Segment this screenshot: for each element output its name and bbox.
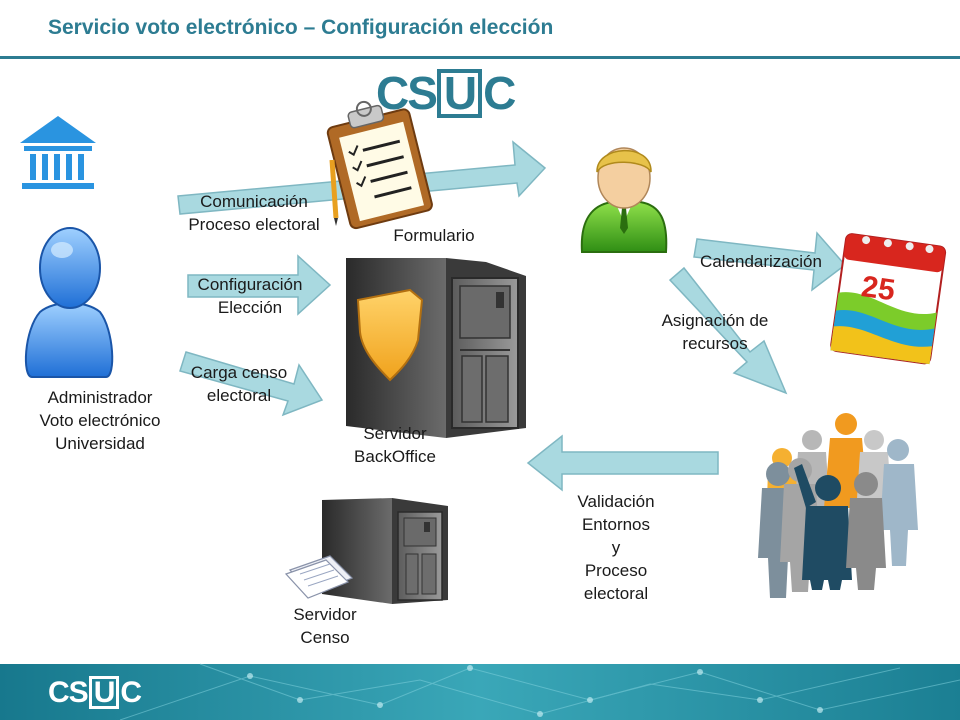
- server-icon: [322, 498, 448, 604]
- arrow-comunicacion: [177, 140, 547, 215]
- documents-icon: [284, 555, 354, 599]
- calendar-icon: 25: [830, 233, 947, 365]
- label-calendarizacion: Calendarización: [700, 252, 822, 271]
- footer-band: [0, 663, 960, 720]
- calendar-day: 25: [859, 270, 897, 307]
- arrow-asignacion: [668, 266, 788, 395]
- arrow-calendarizacion: [693, 231, 847, 292]
- page-title: Servicio voto electrónico – Configuració…: [48, 16, 554, 39]
- arrow-carga: [179, 351, 324, 417]
- university-building-icon: [20, 116, 96, 189]
- arrow-validacion: [526, 434, 719, 492]
- admin-person-icon: [24, 227, 114, 378]
- title-divider: [0, 56, 960, 59]
- people-group-icon: [758, 413, 918, 598]
- arrow-configuracion: [187, 254, 332, 316]
- green-person-icon: [580, 147, 668, 253]
- label-formulario: Formulario: [393, 226, 475, 245]
- server-shield-icon: [346, 258, 526, 438]
- clipboard-form-icon: [326, 100, 433, 230]
